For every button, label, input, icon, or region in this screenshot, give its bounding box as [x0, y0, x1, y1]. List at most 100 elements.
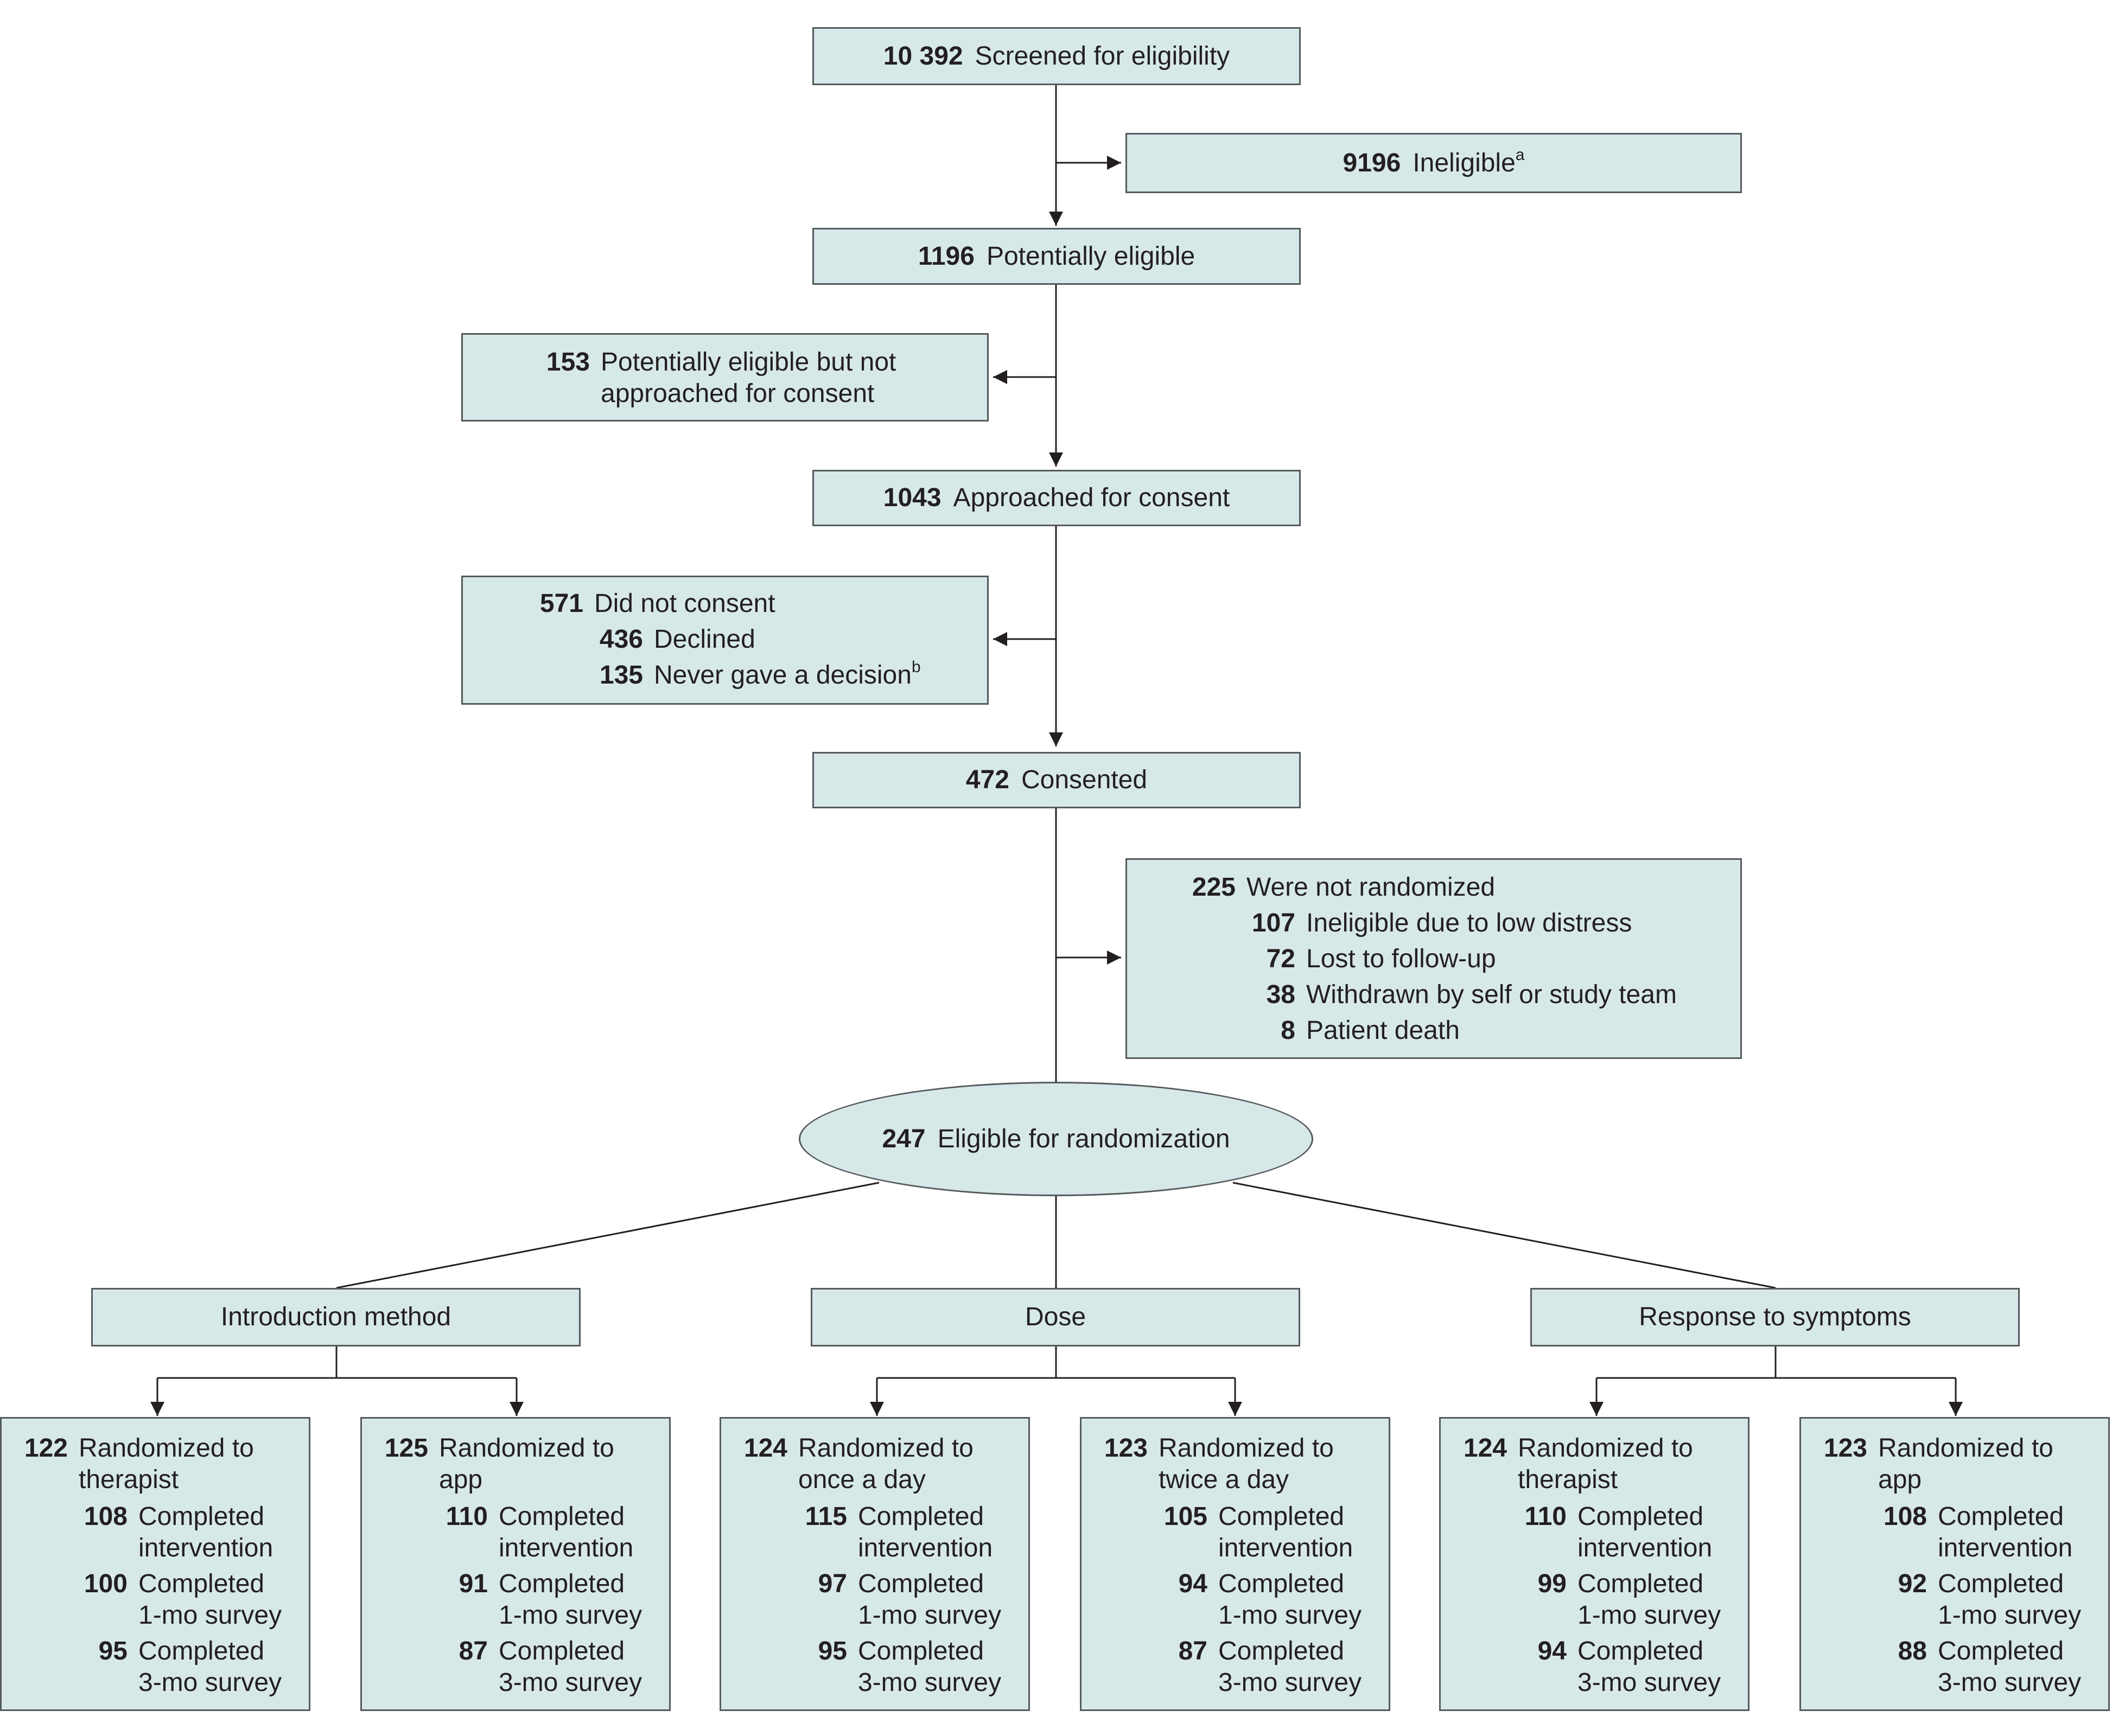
- not-approached-count: 153: [546, 348, 590, 376]
- arm-item-line1: Completed: [1218, 1637, 1345, 1665]
- arm-item-count: 110: [1524, 1502, 1567, 1531]
- arm-item-line2: 1-mo survey: [858, 1601, 1002, 1630]
- arm-item-line1: Completed: [858, 1637, 984, 1665]
- factor-box: Introduction method: [91, 1288, 581, 1346]
- arm-item-line2: 3-mo survey: [858, 1668, 1002, 1697]
- eligible-randomization-label: Eligible for randomization: [937, 1125, 1230, 1153]
- eligible-randomization-ellipse: 247 Eligible for randomization: [799, 1082, 1313, 1196]
- arm-count: 123: [1104, 1434, 1148, 1463]
- approached-box: 1043 Approached for consent: [812, 470, 1301, 526]
- arm-item-count: 94: [1537, 1637, 1567, 1665]
- arm-item-line1: Completed: [1577, 1569, 1704, 1598]
- arm-item-line2: intervention: [1577, 1534, 1713, 1562]
- arm-item-line2: 1-mo survey: [1577, 1601, 1721, 1630]
- not-randomized-item-label: Lost to follow-up: [1306, 944, 1496, 973]
- arm-label-line2: once a day: [798, 1465, 926, 1494]
- arm-count: 124: [743, 1434, 787, 1463]
- arm-label-line1: Randomized to: [798, 1434, 974, 1463]
- arm-item-count: 97: [818, 1569, 847, 1598]
- arm-item-count: 88: [1898, 1637, 1927, 1665]
- arm-label-line2: therapist: [1518, 1465, 1618, 1494]
- not-approached-box: 153 Potentially eligible but not approac…: [461, 333, 989, 422]
- arm-item-count: 94: [1178, 1569, 1207, 1598]
- arm-item-line1: Completed: [1577, 1637, 1704, 1665]
- arm-item-line2: 1-mo survey: [499, 1601, 642, 1630]
- ineligible-label-text: Ineligible: [1413, 148, 1516, 177]
- arm-item-count: 115: [805, 1502, 847, 1531]
- not-randomized-item-count: 107: [1251, 909, 1295, 937]
- declined-count: 436: [599, 625, 643, 654]
- factor-label: Dose: [1025, 1303, 1086, 1331]
- factor-box: Dose: [811, 1288, 1300, 1346]
- potentially-eligible-box: 1196 Potentially eligible: [812, 228, 1301, 285]
- connector: [1232, 1182, 1776, 1289]
- arm-item-line1: Completed: [1218, 1502, 1345, 1531]
- declined-label: Declined: [654, 625, 755, 654]
- arm-item-line1: Completed: [858, 1502, 984, 1531]
- arm-item-count: 99: [1537, 1569, 1567, 1598]
- consented-box: 472 Consented: [812, 752, 1301, 808]
- arm-item-line2: intervention: [499, 1534, 634, 1562]
- not-randomized-count: 225: [1192, 873, 1236, 902]
- arm-item-count: 110: [446, 1502, 488, 1531]
- arm-item-count: 100: [84, 1569, 128, 1598]
- arm-item-count: 91: [459, 1569, 488, 1598]
- arm-label-line1: Randomized to: [1878, 1434, 2053, 1463]
- arm-item-line2: 3-mo survey: [1938, 1668, 2082, 1697]
- arm-label-line1: Randomized to: [1518, 1434, 1693, 1463]
- not-randomized-item-count: 72: [1266, 944, 1295, 973]
- arm-item-line2: intervention: [1218, 1534, 1353, 1562]
- arm-item-line1: Completed: [858, 1569, 984, 1598]
- arm-item-line2: 1-mo survey: [1938, 1601, 2082, 1630]
- ineligible-box: 9196 Ineligiblea: [1125, 133, 1742, 193]
- arm-item-line1: Completed: [138, 1569, 265, 1598]
- not-approached-line1: Potentially eligible but not: [601, 348, 896, 376]
- arm-item-line2: 3-mo survey: [1218, 1668, 1362, 1697]
- arm-item-line2: 1-mo survey: [1218, 1601, 1362, 1630]
- arm-count: 125: [384, 1434, 428, 1463]
- potentially-eligible-count: 1196: [918, 241, 975, 271]
- not-randomized-label: Were not randomized: [1246, 873, 1496, 902]
- not-randomized-item-label: Patient death: [1306, 1016, 1460, 1045]
- no-consent-box: 571 Did not consent 436 Declined 135 Nev…: [461, 576, 989, 705]
- arm-count: 123: [1823, 1434, 1867, 1463]
- arm-item-count: 87: [1178, 1637, 1207, 1665]
- arm-item-line1: Completed: [1938, 1637, 2064, 1665]
- arm-item-line1: Completed: [1938, 1502, 2064, 1531]
- arm-item-line1: Completed: [138, 1637, 265, 1665]
- arm-item-line2: 3-mo survey: [499, 1668, 642, 1697]
- arm-count: 122: [24, 1434, 68, 1463]
- arm-item-line1: Completed: [1938, 1569, 2064, 1598]
- screened-label: Screened for eligibility: [975, 41, 1230, 71]
- connector: [336, 1182, 880, 1289]
- arm-item-count: 87: [459, 1637, 488, 1665]
- factor-label: Introduction method: [220, 1303, 451, 1331]
- arm-label-line1: Randomized to: [1159, 1434, 1334, 1463]
- consented-count: 472: [965, 765, 1009, 794]
- no-consent-count: 571: [539, 589, 583, 618]
- factor-box: Response to symptoms: [1530, 1288, 2020, 1346]
- ineligible-label: Ineligiblea: [1413, 146, 1524, 179]
- arm-item-line2: 3-mo survey: [138, 1668, 282, 1697]
- screened-count: 10 392: [883, 41, 963, 71]
- factor-label: Response to symptoms: [1639, 1303, 1911, 1331]
- arm-item-line2: 1-mo survey: [138, 1601, 282, 1630]
- never-decided-text: Never gave a decision: [654, 661, 912, 690]
- not-randomized-item-label: Withdrawn by self or study team: [1306, 980, 1677, 1009]
- arm-item-count: 108: [1883, 1502, 1927, 1531]
- not-randomized-item-count: 38: [1266, 980, 1295, 1009]
- footnote-b: b: [911, 658, 921, 676]
- not-randomized-item-count: 8: [1281, 1016, 1295, 1045]
- arm-label-line2: app: [1878, 1465, 1922, 1494]
- approached-count: 1043: [883, 483, 942, 512]
- arm-item-line2: 3-mo survey: [1577, 1668, 1721, 1697]
- not-approached-line2: approached for consent: [601, 379, 875, 408]
- arm-item-line1: Completed: [1218, 1569, 1345, 1598]
- arm-item-line2: intervention: [858, 1534, 993, 1562]
